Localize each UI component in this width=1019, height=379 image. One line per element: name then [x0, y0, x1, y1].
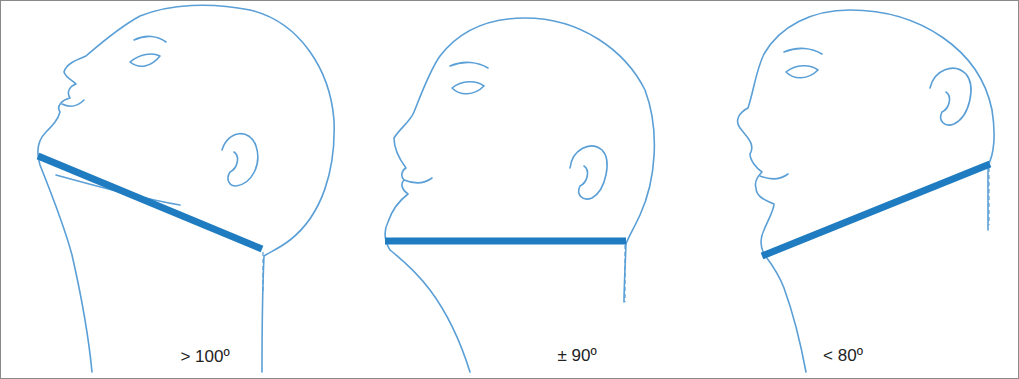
vertical-reference	[624, 245, 625, 302]
ear	[222, 134, 258, 186]
angle-label: > 100º	[178, 347, 231, 367]
eye	[452, 82, 484, 94]
eye	[130, 54, 160, 66]
angle-label: < 80º	[821, 346, 865, 366]
mouth	[62, 100, 84, 106]
head-outline	[38, 5, 334, 372]
angle-label: ± 90º	[555, 346, 598, 366]
eyebrow	[450, 62, 488, 68]
mandible-line	[38, 156, 262, 249]
head-outline	[385, 18, 654, 372]
mouth	[404, 178, 432, 183]
vertical-reference	[262, 252, 263, 292]
eyebrow	[134, 36, 166, 42]
mouth	[760, 174, 788, 179]
head-outline	[738, 10, 995, 372]
mandible-line	[762, 164, 990, 256]
eyebrow	[784, 48, 822, 54]
ear	[930, 68, 971, 125]
eye	[786, 66, 818, 78]
mandible-line	[385, 238, 626, 245]
ear	[570, 146, 607, 199]
vertical-reference	[988, 168, 989, 225]
